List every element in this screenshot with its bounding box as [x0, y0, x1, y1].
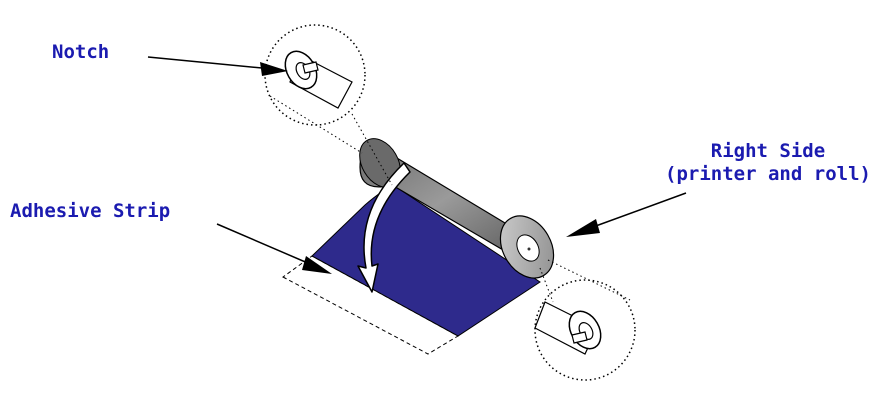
right-side-label-line1: Right Side: [710, 140, 826, 162]
notch-label: Notch: [52, 41, 110, 63]
adhesive-strip-label: Adhesive Strip: [10, 200, 171, 222]
notch-detail-core: [284, 50, 353, 109]
right-side-label-line2: (printer and roll): [665, 163, 871, 185]
right-side-detail-core: [534, 301, 602, 355]
right-side-leader-arrow: [566, 192, 687, 237]
ribbon-sheet: [311, 184, 541, 337]
unwind-arrow: [357, 162, 411, 293]
right-side-label: Right Side (printer and roll): [642, 140, 893, 186]
notch-leader-arrow: [147, 56, 288, 76]
adhesive-leader-arrow: [216, 223, 332, 274]
